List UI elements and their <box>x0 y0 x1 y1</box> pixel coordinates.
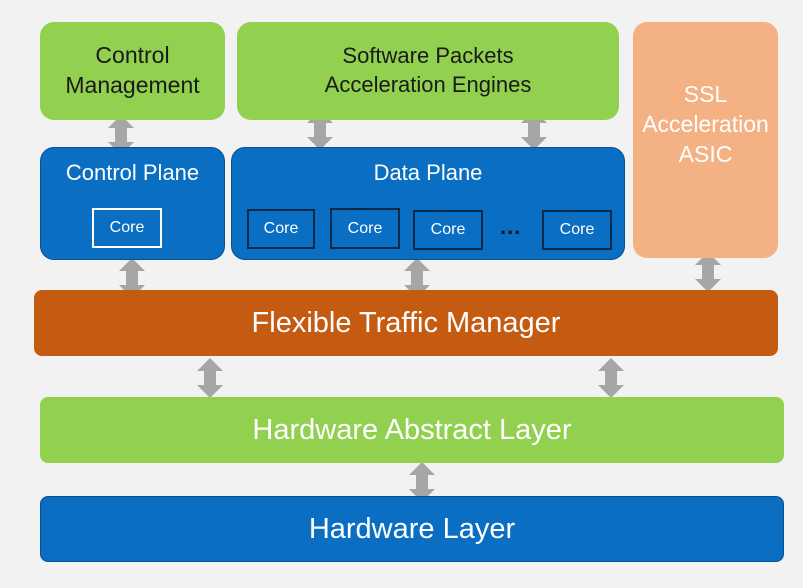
traffic-manager-label: Flexible Traffic Manager <box>251 306 561 339</box>
data-plane-core-2: Core <box>330 208 400 249</box>
control-plane-title: Control Plane <box>65 160 200 185</box>
arrow-traffic-manager-to-hal-left <box>197 358 223 398</box>
ssl-asic-label: SSL Acceleration ASIC <box>642 81 769 167</box>
control-management-box: Control Management <box>40 22 225 120</box>
data-plane-ellipsis: ... <box>500 214 522 239</box>
arrow-traffic-manager-to-hal-right <box>598 358 624 398</box>
data-plane-core-1: Core <box>247 209 315 249</box>
traffic-manager-bar: Flexible Traffic Manager <box>34 290 778 356</box>
hal-bar: Hardware Abstract Layer <box>40 397 784 463</box>
arrow-ssl-to-traffic-manager <box>695 252 721 292</box>
control-plane-core: Core <box>92 208 162 248</box>
ssl-asic-box: SSL Acceleration ASIC <box>633 22 778 258</box>
data-plane-title: Data Plane <box>373 160 483 185</box>
control-management-label: Control Management <box>65 42 200 98</box>
control-plane-box: Control Plane Core <box>40 147 225 260</box>
software-packets-box: Software Packets Acceleration Engines <box>237 22 619 120</box>
hal-label: Hardware Abstract Layer <box>252 413 572 446</box>
software-packets-label: Software Packets Acceleration Engines <box>324 43 532 97</box>
data-plane-box: Data Plane Core Core Core ... Core <box>231 147 625 260</box>
hardware-layer-bar: Hardware Layer <box>40 496 784 562</box>
data-plane-core-4: Core <box>542 210 612 250</box>
data-plane-core-3: Core <box>413 210 483 250</box>
hardware-layer-label: Hardware Layer <box>308 512 516 545</box>
